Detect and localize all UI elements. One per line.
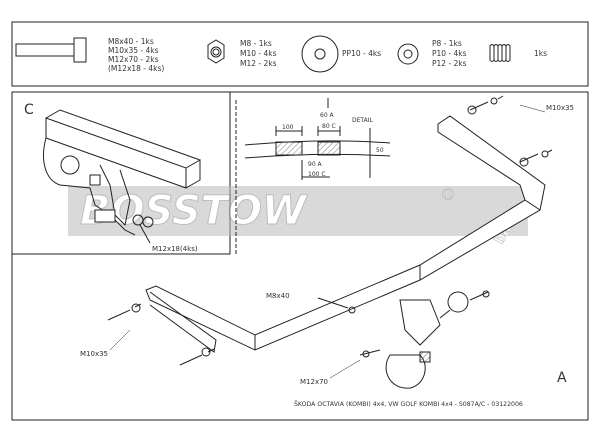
callout-center: M8x40 [266, 292, 290, 300]
dim-right-c: 80 C [322, 123, 336, 130]
callout-left: M10x35 [80, 350, 108, 358]
svg-text:BOSSTOW: BOSSTOW [80, 188, 308, 234]
svg-text:100 60 A 80 C DETA: 100 60 A 80 C DETAIL 50 90 A 100 C [282, 112, 386, 178]
callout-inset: M12x18(4ks) [152, 245, 198, 253]
parts-box [11, 21, 589, 87]
towbar-main-drawing [145, 115, 546, 389]
dim-bottom-c: 100 C [308, 171, 326, 178]
large-washer-label: PP10 - 4ks [342, 49, 381, 58]
bosstow-watermark: BOSSTOW ® bars [68, 185, 528, 247]
bolts-list: M8x40 - 1ks M10x35 - 4ks M12x70 - 2ks (M… [108, 37, 164, 73]
large-washer-icon [301, 35, 339, 73]
footer-caption: ŠKODA OCTAVIA (KOMBI) 4x4, VW GOLF KOMBI… [294, 399, 523, 408]
detail-view [235, 98, 391, 254]
washers-list: P8 - 1ks P10 - 4ks P12 - 2ks [432, 39, 469, 68]
spring-label: 1ks [534, 49, 547, 58]
inset-label: C [24, 102, 34, 118]
detail-title: DETAIL [352, 117, 373, 124]
washer-icon [397, 43, 419, 65]
callout-bottom: M12x70 [300, 378, 328, 386]
nut-icon [207, 39, 225, 64]
spring-pin-icon [489, 44, 511, 62]
dim-left: 100 [282, 124, 294, 131]
main-frame [11, 91, 589, 421]
inset-c-drawing [43, 109, 202, 236]
bolt-parts [107, 95, 553, 366]
nuts-list: M8 - 1ks M10 - 4ks M12 - 2ks [240, 39, 279, 68]
inset-c-frame [11, 91, 231, 255]
main-view-label: A [557, 370, 567, 386]
dim-right-a: 60 A [320, 112, 335, 119]
bolt-icon [15, 37, 87, 63]
dim-height: 50 [376, 147, 384, 154]
dim-bottom-a: 90 A [308, 161, 323, 168]
callout-top-right: M10x35 [546, 104, 574, 112]
svg-text:®: ® [440, 185, 456, 204]
